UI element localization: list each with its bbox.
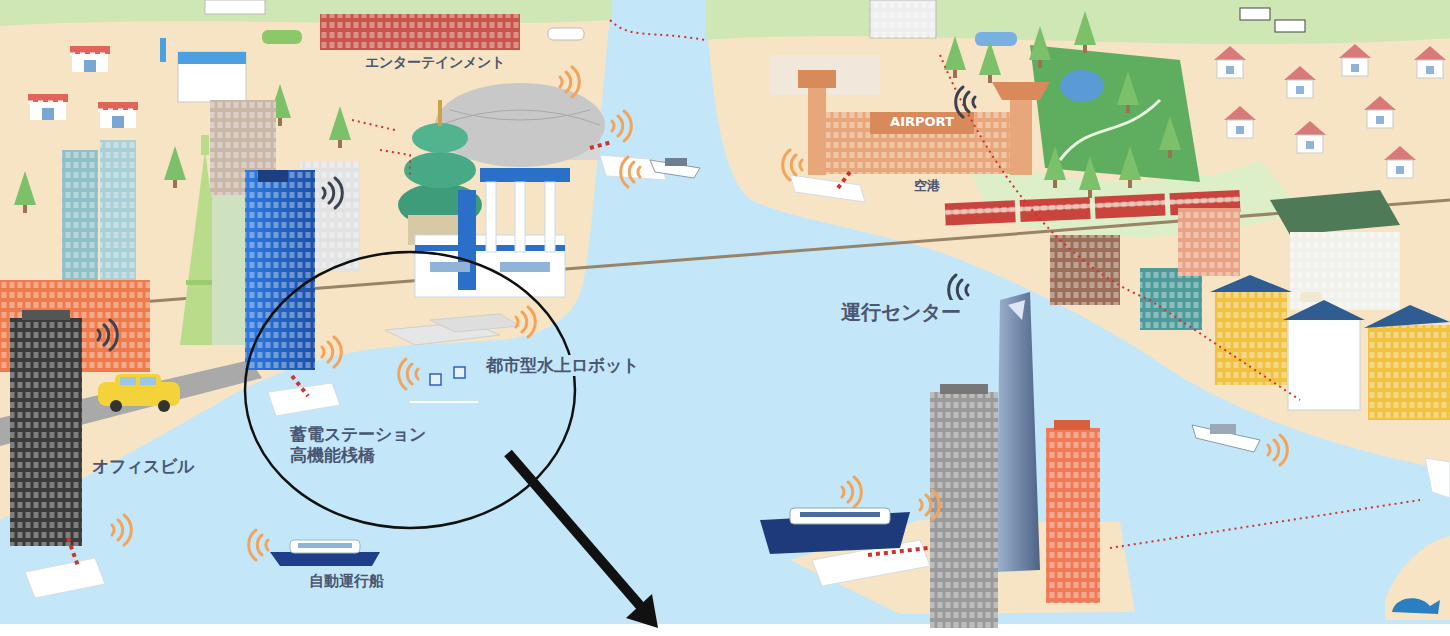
area-label: オフィスビル bbox=[92, 456, 194, 477]
area-label: 運行センター bbox=[838, 300, 964, 325]
zoom-callout bbox=[245, 252, 658, 628]
whale bbox=[1392, 598, 1440, 614]
area-label: 空港 bbox=[914, 178, 940, 194]
dotted-links bbox=[352, 20, 1420, 548]
land bbox=[0, 0, 1450, 620]
red-connectors bbox=[68, 142, 928, 566]
sign-text: AIRPORT bbox=[870, 114, 974, 130]
area-label: 自動運行船 bbox=[306, 572, 387, 591]
area-label: エンターテインメント bbox=[365, 54, 505, 72]
area-label: 蓄電ステーション 高機能桟橋 bbox=[287, 424, 443, 467]
area-label: 都市型水上ロボット bbox=[483, 355, 642, 376]
boats bbox=[270, 158, 1260, 566]
wireless-signs bbox=[98, 67, 1287, 560]
piers bbox=[25, 155, 1450, 598]
